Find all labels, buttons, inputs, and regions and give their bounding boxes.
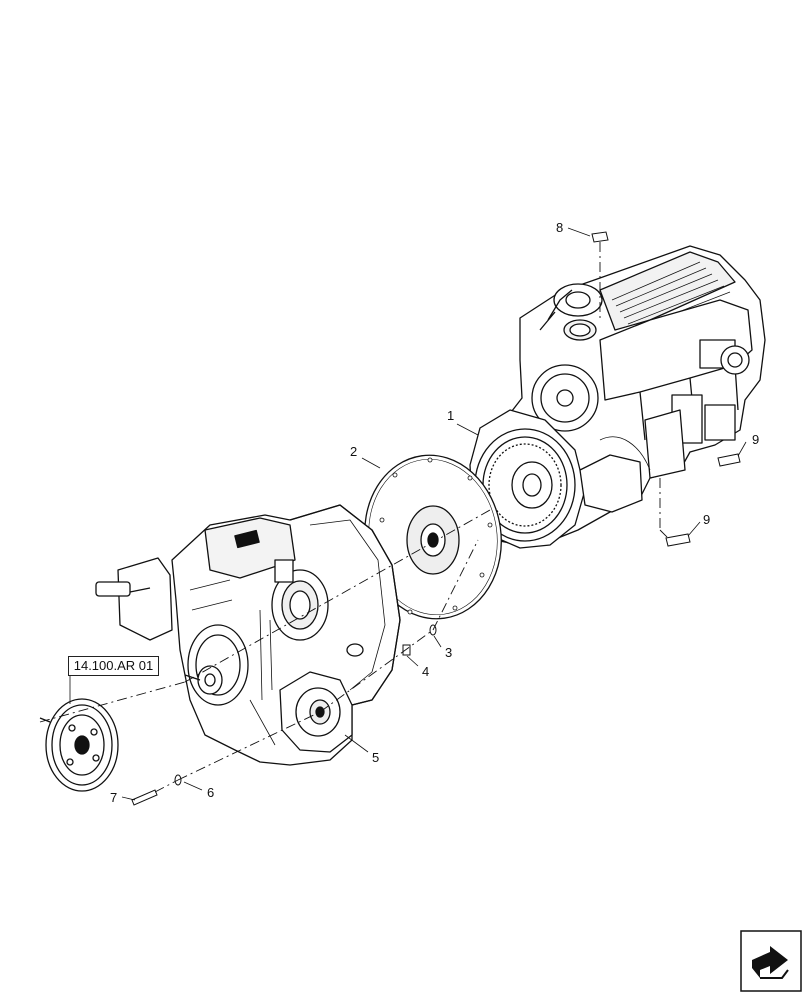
return-arrow-icon bbox=[740, 930, 802, 992]
callout-3: 3 bbox=[445, 645, 452, 660]
callout-labels: 1 2 3 4 5 6 7 8 9 9 bbox=[110, 220, 759, 805]
return-button[interactable] bbox=[740, 930, 802, 992]
callout-6: 6 bbox=[207, 785, 214, 800]
callout-4: 4 bbox=[422, 664, 429, 679]
callout-leaders bbox=[69, 227, 747, 801]
assembly-centerlines bbox=[39, 242, 669, 793]
decal-part-8 bbox=[591, 231, 609, 243]
reference-link-14-100-ar-01[interactable]: 14.100.AR 01 bbox=[68, 656, 159, 676]
callout-7: 7 bbox=[110, 790, 117, 805]
engine-assembly bbox=[469, 245, 766, 549]
gearbox-housing bbox=[95, 504, 401, 766]
callout-2: 2 bbox=[350, 444, 357, 459]
flexplate-disc bbox=[364, 454, 502, 620]
bolt-part-7 bbox=[131, 789, 158, 806]
callout-9-upper: 9 bbox=[752, 432, 759, 447]
callout-5: 5 bbox=[372, 750, 379, 765]
pulley bbox=[39, 698, 119, 792]
callout-9-lower: 9 bbox=[703, 512, 710, 527]
callout-1: 1 bbox=[447, 408, 454, 423]
decal-part-9-lower bbox=[665, 533, 691, 547]
callout-8: 8 bbox=[556, 220, 563, 235]
decal-part-9-upper bbox=[717, 453, 741, 467]
bolt-part-4 bbox=[402, 644, 411, 656]
